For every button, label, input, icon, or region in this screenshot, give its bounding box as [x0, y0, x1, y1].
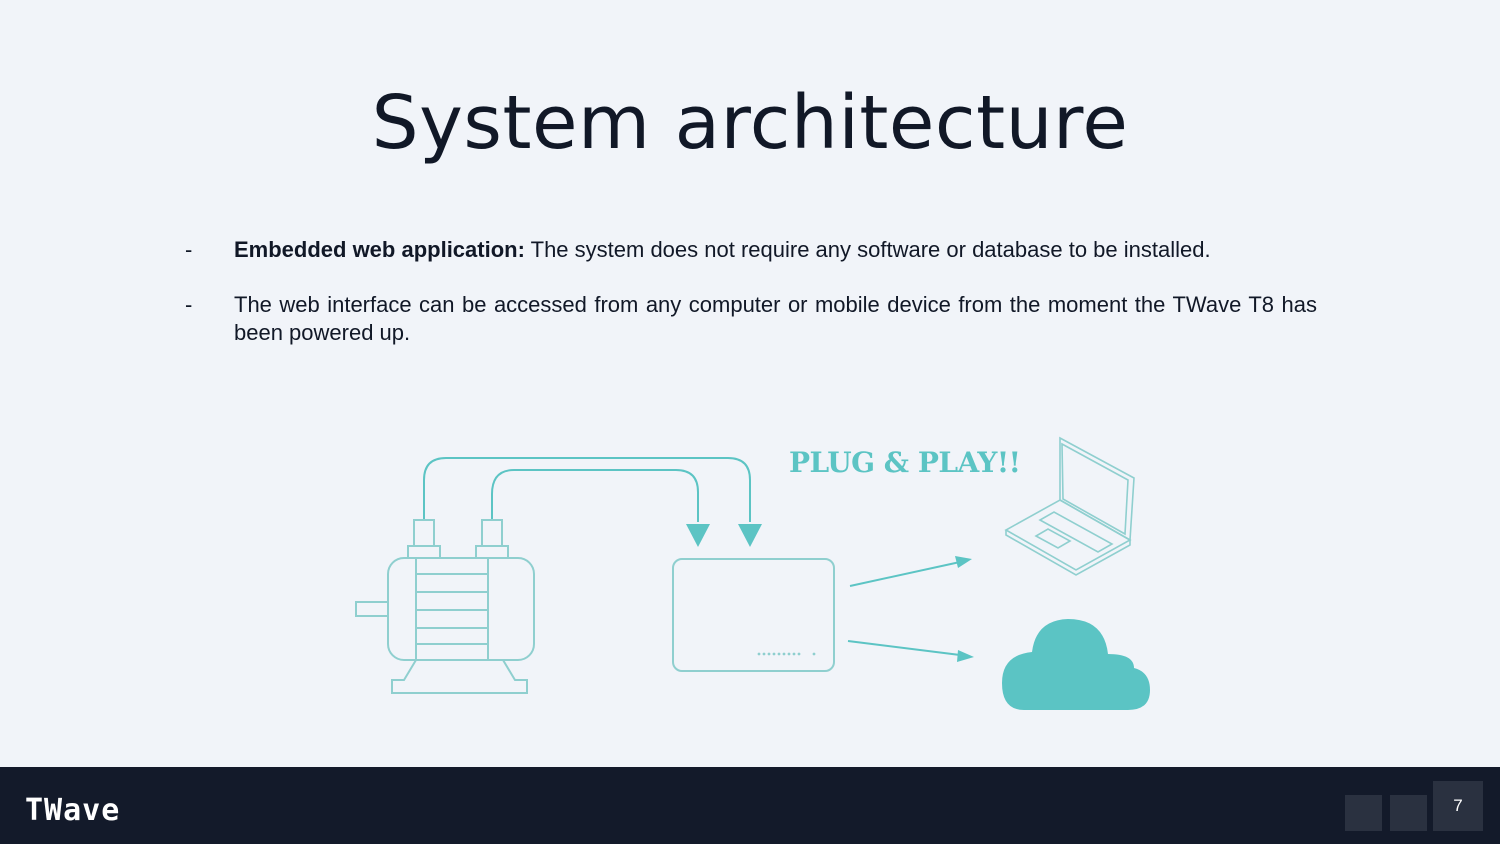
- cloud-icon: [1002, 619, 1150, 710]
- bullet-text: Embedded web application: The system doe…: [234, 236, 1317, 264]
- arrow-down-icon: [686, 524, 710, 547]
- bullet-item: - Embedded web application: The system d…: [185, 236, 1317, 264]
- bullet-dash: -: [185, 237, 193, 262]
- slide-title: System architecture: [371, 80, 1129, 166]
- bullet-body: The web interface can be accessed from a…: [234, 292, 1317, 345]
- device-icon: [672, 558, 835, 672]
- nav-square-2: [1390, 795, 1427, 831]
- laptop-icon: [1004, 436, 1135, 576]
- cable-icon: [423, 457, 751, 522]
- nav-square-1: [1345, 795, 1382, 831]
- page-number: 7: [1433, 781, 1483, 831]
- bullet-body: The system does not require any software…: [524, 237, 1211, 262]
- bullet-dash: -: [185, 292, 193, 317]
- bullet-text: The web interface can be accessed from a…: [234, 291, 1317, 347]
- bullet-item: - The web interface can be accessed from…: [185, 291, 1317, 347]
- arrow-down-icon: [738, 524, 762, 547]
- footer-bar: TWave 7: [0, 767, 1500, 844]
- plug-and-play-label: PLUG & PLAY!!: [789, 446, 1021, 479]
- arrow-right-icon: [849, 556, 972, 587]
- bullet-bold: Embedded web application:: [234, 237, 525, 262]
- arrow-right-icon: [847, 640, 974, 662]
- bullet-list: - Embedded web application: The system d…: [185, 236, 1317, 374]
- twave-logo: TWave: [25, 793, 121, 828]
- motor-icon: [355, 519, 535, 694]
